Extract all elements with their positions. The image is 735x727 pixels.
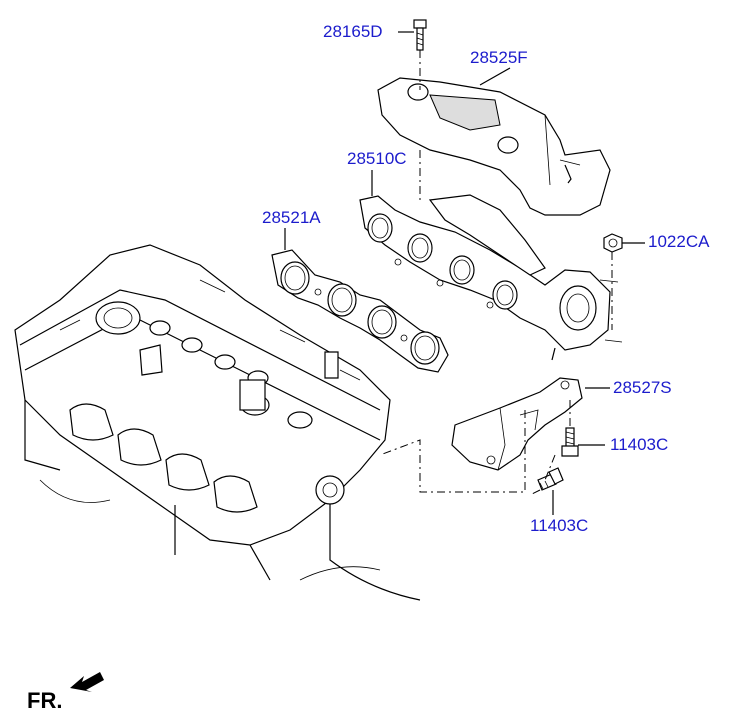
front-direction-label: FR. bbox=[27, 688, 63, 713]
cylinder-head bbox=[14, 244, 421, 601]
stud-bolt bbox=[413, 19, 427, 51]
part-label-28165D[interactable]: 28165D bbox=[323, 22, 383, 41]
heat-shield bbox=[377, 77, 611, 216]
exhaust-manifold bbox=[359, 194, 623, 361]
part-label-28525F[interactable]: 28525F bbox=[470, 48, 528, 67]
part-label-1022CA[interactable]: 1022CA bbox=[648, 232, 710, 251]
hex-nut bbox=[603, 233, 623, 253]
part-label-28527S[interactable]: 28527S bbox=[613, 378, 672, 397]
front-arrow-icon bbox=[70, 672, 104, 692]
part-label-28521A[interactable]: 28521A bbox=[262, 208, 321, 227]
assembly-lines bbox=[379, 50, 613, 496]
leader-lines bbox=[284, 31, 645, 515]
part-label-11403C-upper[interactable]: 11403C bbox=[610, 435, 669, 454]
part-label-28510C[interactable]: 28510C bbox=[347, 149, 407, 168]
exhaust-gasket bbox=[271, 249, 449, 373]
bolt-lower bbox=[537, 467, 564, 491]
part-label-11403C-lower[interactable]: 11403C bbox=[530, 516, 589, 535]
bolt-upper bbox=[561, 427, 579, 457]
manifold-bracket bbox=[451, 377, 583, 471]
